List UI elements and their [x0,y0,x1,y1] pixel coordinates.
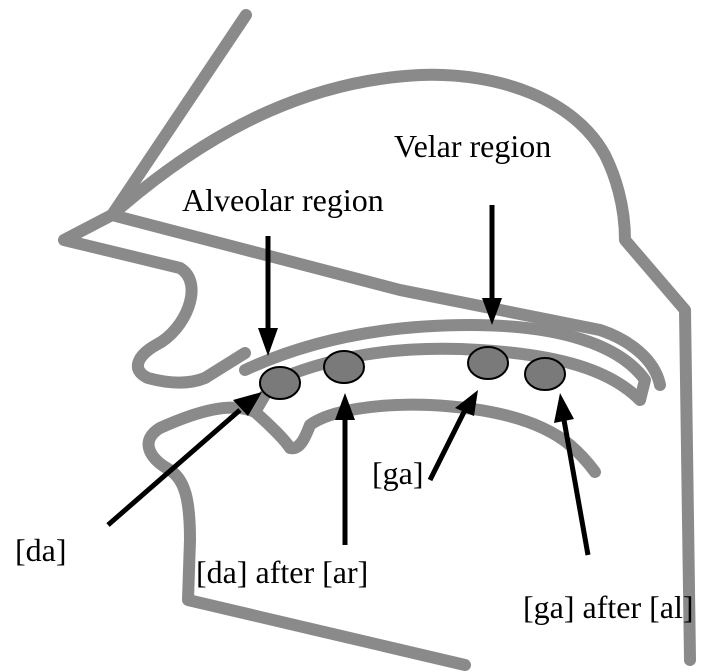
vocal-tract-outline [64,15,690,665]
ga-after-al-arrow [554,393,588,555]
spot-ga-after-al [525,358,565,390]
label-ga: [ga] [372,455,424,491]
label-velar-region: Velar region [394,128,551,164]
tongue-outline [255,395,595,472]
spot-da [260,367,300,399]
label-ga-after-al: [ga] after [al] [523,589,694,625]
label-da-after-ar: [da] after [ar] [196,554,368,590]
spot-ga [468,347,508,379]
palate-arch [245,325,645,400]
label-da: [da] [15,532,67,568]
spot-da-after-ar [324,351,364,383]
label-alveolar-region: Alveolar region [182,182,384,218]
da-after-ar-arrow [335,393,355,545]
